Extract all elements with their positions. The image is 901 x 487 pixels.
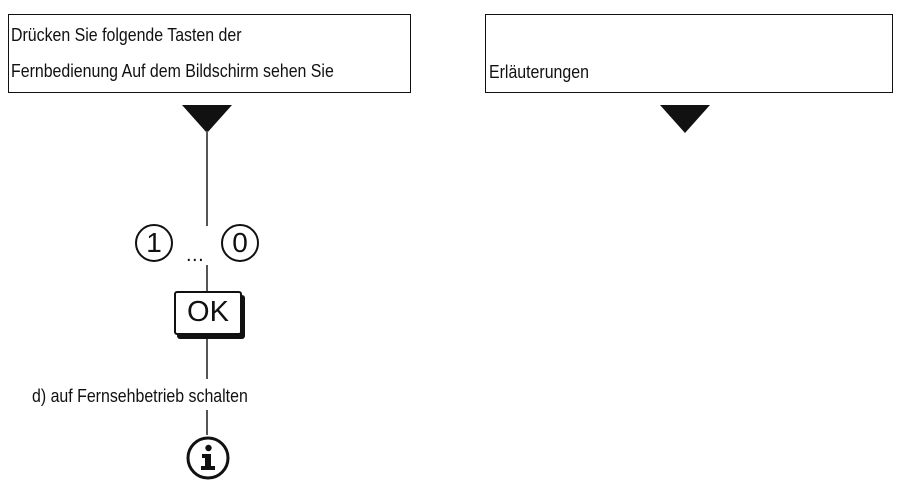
left-column-down-arrow	[182, 105, 232, 133]
info-icon	[186, 436, 230, 480]
left-column-header	[8, 14, 411, 93]
digit-key-0: 0	[221, 224, 259, 262]
right-column-header-text: Erläuterungen	[489, 61, 589, 82]
flow-connector-line	[206, 265, 208, 291]
flow-connector-line	[206, 335, 208, 379]
right-column-down-arrow	[660, 105, 710, 133]
left-column-header-line2: Fernbedienung Auf dem Bildschirm sehen S…	[11, 60, 334, 81]
step-d-label: d) auf Fernsehbetrieb schalten	[32, 385, 248, 406]
flow-connector-line	[206, 410, 208, 435]
right-column-header: Erläuterungen	[485, 14, 893, 93]
digit-range-ellipsis: ...	[186, 244, 205, 266]
ok-key: OK	[174, 291, 242, 335]
left-column-header-line1: Drücken Sie folgende Tasten der	[11, 24, 242, 45]
flow-connector-line	[206, 131, 208, 226]
digit-key-1: 1	[135, 224, 173, 262]
